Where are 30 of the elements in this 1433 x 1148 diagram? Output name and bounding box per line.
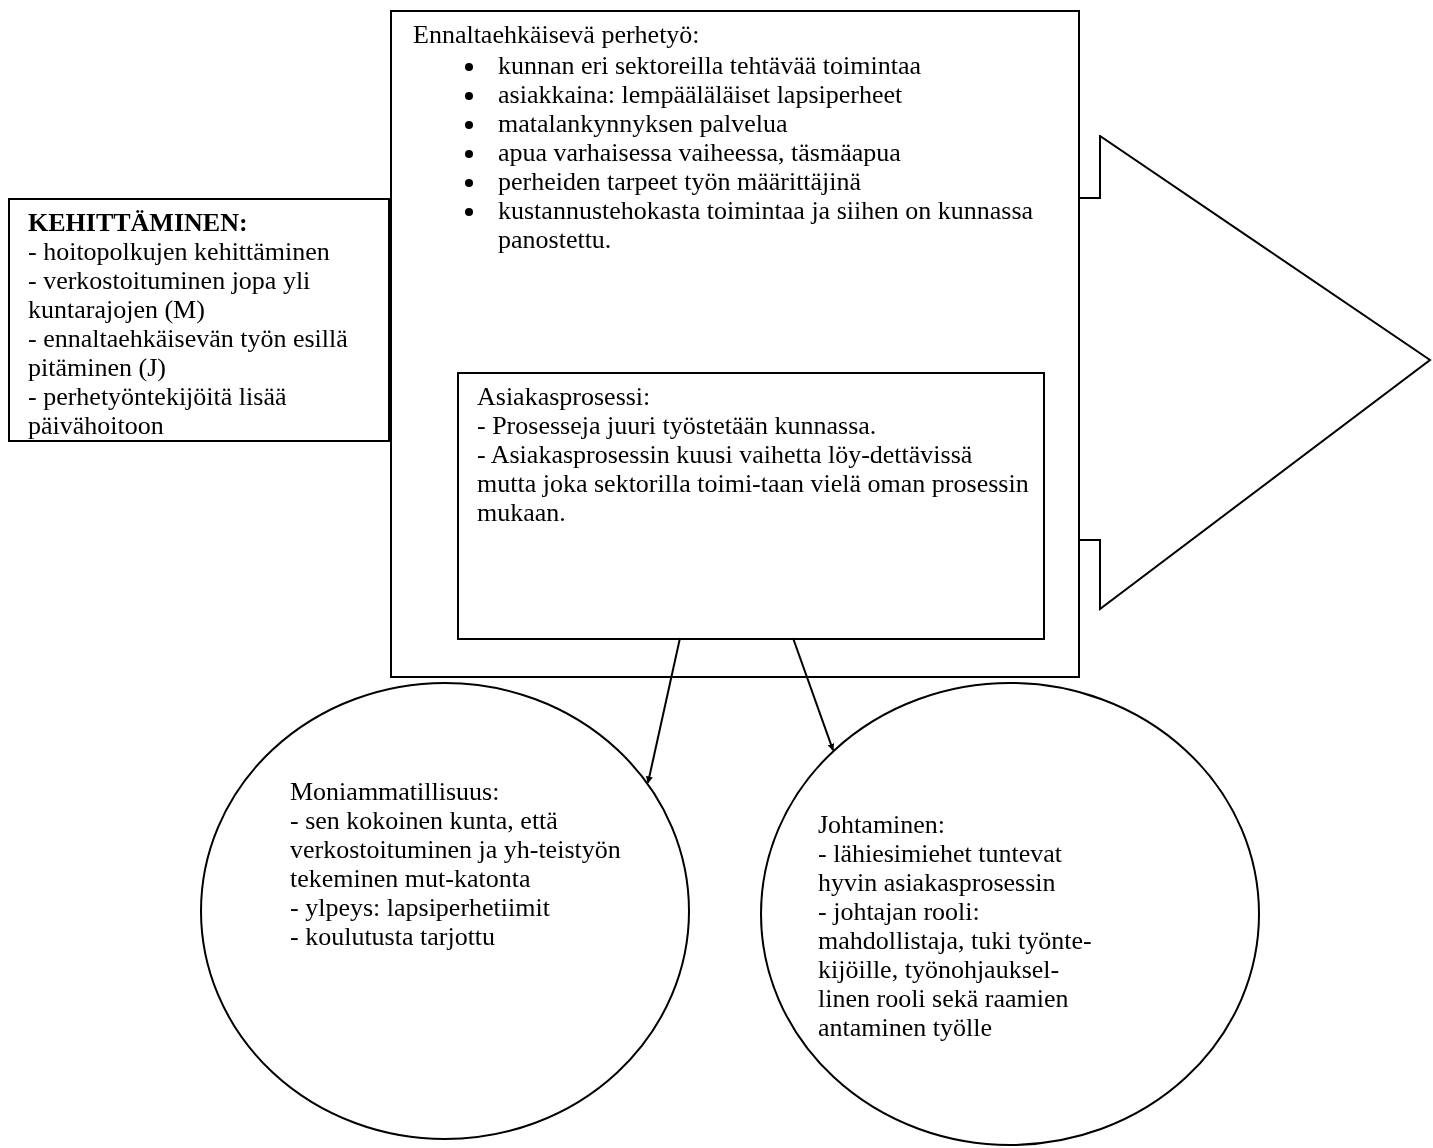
bullet-item: asiakkaina: lempääläläiset lapsiperheet xyxy=(498,80,903,109)
list-item: - Prosesseja juuri työstetään kunnassa. xyxy=(477,411,878,440)
ellipse-node xyxy=(760,682,1260,1146)
text-box xyxy=(457,372,1045,640)
bullet-item: perheiden tarpeet työn määrittäjinä xyxy=(498,167,862,196)
list-item: - perhetyöntekijöitä lisää päivähoitoon xyxy=(28,382,288,440)
heading: Asiakasprosessi: xyxy=(477,382,652,411)
ellipse-node xyxy=(200,682,690,1140)
bullet-item: kunnan eri sektoreilla tehtävää toimintaa xyxy=(498,51,922,80)
list-item: - johtajan rooli: mahdollistaja, tuki työnte-kijöille, työnohjauksel-linen rooli sekä raamien antaminen työlle xyxy=(818,897,1093,1042)
bullet-item: matalankynnyksen palvelua xyxy=(498,109,788,138)
arrow xyxy=(792,637,835,752)
list-item: - hoitopolkujen kehittäminen xyxy=(28,237,331,266)
list-item: - verkostoituminen jopa yli kuntarajojen (M) xyxy=(28,266,312,324)
arrow xyxy=(645,637,681,784)
bullet-item: apua varhaisessa vaiheessa, täsmäapua xyxy=(498,138,901,167)
block-arrow xyxy=(1080,135,1432,611)
heading: Johtaminen: xyxy=(818,810,947,839)
text-box xyxy=(390,10,1080,678)
heading: Ennaltaehkäisevä perhetyö: xyxy=(413,20,701,49)
heading: KEHITTÄMINEN: xyxy=(28,208,249,237)
list-item: - lähiesimiehet tuntevat hyvin asiakasprosessin xyxy=(818,839,1064,897)
bullet-item: kustannustehokasta toimintaa ja siihen on kunnassa panostettu. xyxy=(498,196,1034,254)
text-box xyxy=(8,198,390,442)
list-item: - ennaltaehkäisevän työn esillä pitäminen (J) xyxy=(28,324,349,382)
list-item: - ylpeys: lapsiperhetiimit xyxy=(290,893,551,922)
list-item: - sen kokoinen kunta, että verkostoituminen ja yh-teistyön tekeminen mut-katonta xyxy=(290,806,622,893)
list-item: - koulutusta tarjottu xyxy=(290,922,497,951)
heading: Moniammatillisuus: xyxy=(290,777,501,806)
list-item: - Asiakasprosessin kuusi vaihetta löy-dettävissä mutta joka sektorilla toimi-taan vielä oman prosessin mukaan. xyxy=(477,440,1030,527)
